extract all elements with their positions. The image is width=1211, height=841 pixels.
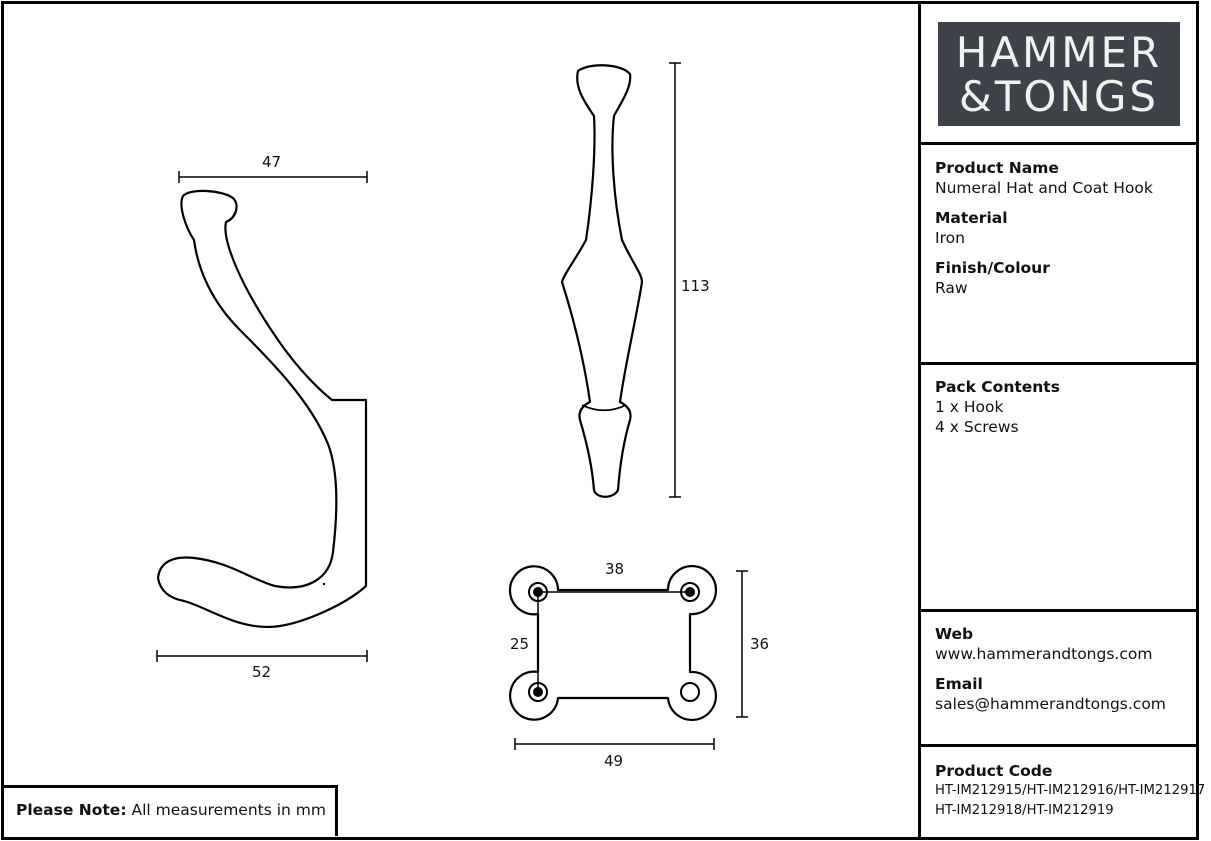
note-label: Please Note: — [16, 801, 127, 819]
brand-line-2: &TONGS — [958, 72, 1160, 121]
email-label: Email — [935, 675, 983, 693]
material-label: Material — [935, 209, 1008, 227]
product-code-line: HT-IM212915/HT-IM212916/HT-IM212917 — [935, 783, 1206, 798]
dim-front-height: 113 — [681, 277, 710, 295]
pack-item: 1 x Hook — [935, 398, 1004, 416]
finish-label: Finish/Colour — [935, 259, 1050, 277]
contact-panel: Web www.hammerandtongs.com Email sales@h… — [921, 624, 1211, 724]
product-code-panel: Product Code HT-IM212915/HT-IM212916/HT-… — [921, 761, 1211, 821]
material-value: Iron — [935, 229, 965, 247]
backplate-outline — [508, 565, 718, 722]
brand-line-1: HAMMER — [955, 28, 1163, 77]
finish-value: Raw — [935, 279, 968, 297]
web-link[interactable]: www.hammerandtongs.com — [935, 645, 1153, 663]
dim-plate-hole-spacing-h: 38 — [605, 560, 625, 578]
pack-contents-label: Pack Contents — [935, 378, 1060, 396]
hook-front-collar-line — [581, 404, 627, 412]
hook-detail-dot — [322, 582, 326, 586]
dimension-lines — [156, 62, 748, 750]
product-code-line: HT-IM212918/HT-IM212919 — [935, 803, 1114, 818]
product-info-panel: Product Name Numeral Hat and Coat Hook M… — [921, 158, 1211, 308]
web-label: Web — [935, 625, 974, 643]
product-code-label: Product Code — [935, 762, 1053, 780]
hook-front-profile — [560, 64, 644, 498]
dim-plate-width: 49 — [604, 752, 624, 770]
note-text: All measurements in mm — [131, 801, 327, 819]
dim-plate-hole-spacing-v: 25 — [510, 635, 530, 653]
product-name-label: Product Name — [935, 159, 1059, 177]
measurement-note: Please Note: All measurements in mm — [4, 785, 338, 836]
screw-hole-bottom-right — [680, 682, 700, 702]
pack-contents-panel: Pack Contents 1 x Hook 4 x Screws — [921, 377, 1211, 447]
hook-side-profile — [156, 189, 368, 629]
brand-logo: HAMMER &TONGS — [938, 22, 1180, 126]
pack-item: 4 x Screws — [935, 418, 1019, 436]
dim-hook-bottom-width: 52 — [252, 663, 272, 681]
dim-hook-top-width: 47 — [262, 153, 282, 171]
email-link[interactable]: sales@hammerandtongs.com — [935, 695, 1166, 713]
dim-plate-height: 36 — [750, 635, 770, 653]
product-name-value: Numeral Hat and Coat Hook — [935, 179, 1153, 197]
